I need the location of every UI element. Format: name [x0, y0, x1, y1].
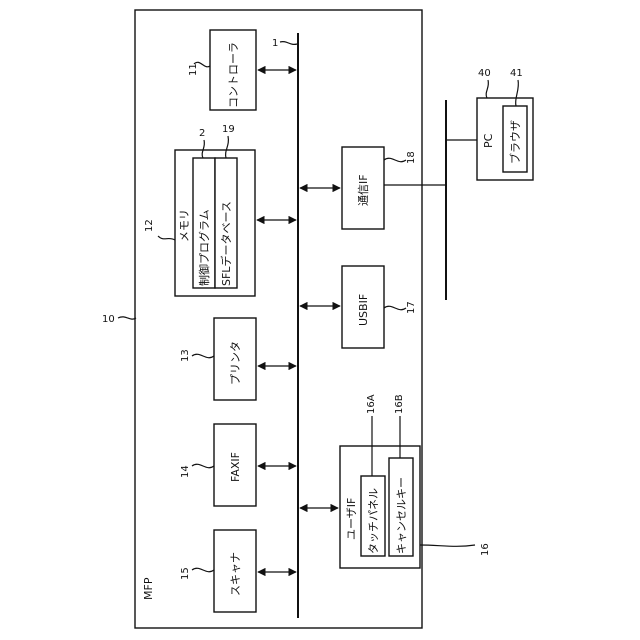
pc-ref-leader: [486, 80, 488, 98]
user-if-ref-leader: [420, 545, 475, 546]
memory-ref: 12: [144, 219, 155, 232]
controller-label: コントローラ: [227, 42, 240, 108]
faxif-label: FAXIF: [229, 452, 242, 482]
browser-label: ブラウザ: [508, 120, 522, 164]
comm-if-label: 通信IF: [357, 174, 370, 206]
user-if-ref: 16: [480, 543, 491, 556]
pc-ref: 40: [478, 68, 491, 79]
browser-ref: 41: [510, 68, 523, 79]
control-program-ref: 2: [199, 128, 205, 139]
usbif-ref: 17: [406, 301, 417, 314]
user-if-label: ユーザIF: [345, 498, 358, 540]
faxif-ref: 14: [180, 465, 191, 478]
mfp-ref: 10: [102, 314, 115, 325]
control-program-label: 制御プログラム: [197, 209, 211, 286]
sfl-database-label: SFLデータベース: [219, 201, 233, 286]
memory-label: メモリ: [178, 209, 191, 242]
touch-panel-ref: 16A: [366, 394, 377, 414]
mfp-label: MFP: [142, 577, 155, 600]
printer-label: プリンタ: [229, 341, 242, 385]
controller-ref: 11: [188, 63, 199, 76]
scanner-label: スキャナ: [229, 552, 242, 596]
mfp-ref-leader: [118, 317, 136, 319]
bus-ref: 1: [272, 38, 278, 49]
cancel-key-ref: 16B: [394, 394, 405, 414]
pc-label: PC: [482, 133, 495, 148]
usbif-label: USBIF: [357, 294, 370, 326]
sfl-database-ref: 19: [222, 124, 235, 135]
cancel-key-label: キャンセルキー: [395, 477, 408, 554]
comm-if-ref: 18: [406, 151, 417, 164]
touch-panel-label: タッチパネル: [367, 488, 380, 554]
printer-ref: 13: [180, 349, 191, 362]
scanner-ref: 15: [180, 567, 191, 580]
